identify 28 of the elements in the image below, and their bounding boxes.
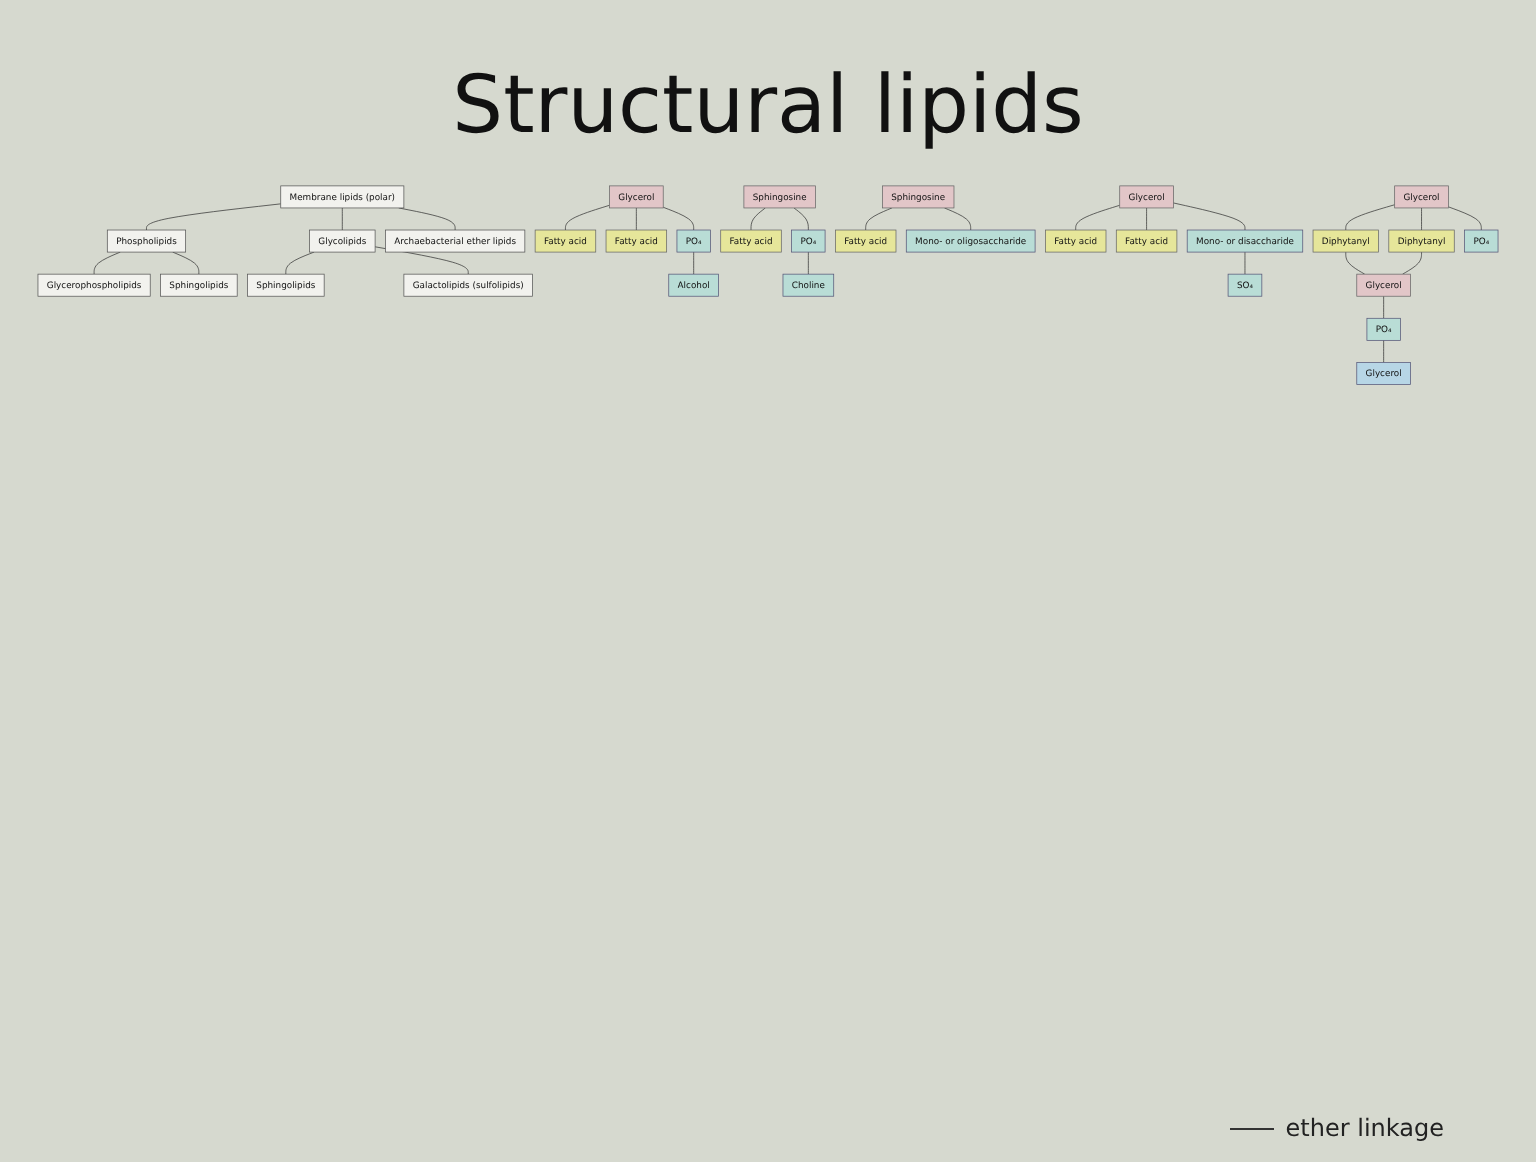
connector: [865, 207, 893, 231]
connector: [1244, 251, 1246, 275]
connector: [341, 207, 343, 231]
connector: [1383, 295, 1384, 319]
connector: [635, 207, 637, 231]
connector: [662, 206, 695, 231]
connector: [93, 251, 121, 275]
connector: [565, 204, 610, 231]
legend-label: ether linkage: [1285, 1114, 1444, 1142]
slide-title: Structural lipids: [452, 60, 1084, 152]
connector: [1421, 207, 1422, 231]
connector: [398, 207, 456, 231]
connector: [1173, 202, 1246, 231]
connector: [172, 251, 200, 275]
connector: [1383, 340, 1384, 363]
connector: [1075, 204, 1121, 231]
connector: [750, 207, 766, 231]
connector: [285, 251, 315, 275]
connector: [1402, 251, 1422, 275]
connector: [944, 207, 972, 231]
connector: [693, 251, 695, 275]
connector: [808, 251, 809, 275]
connector: [1345, 204, 1396, 231]
connector: [146, 203, 282, 231]
connector: [1448, 206, 1482, 231]
connector: [793, 207, 809, 231]
connector: [1345, 251, 1366, 275]
connector: [1146, 207, 1147, 231]
